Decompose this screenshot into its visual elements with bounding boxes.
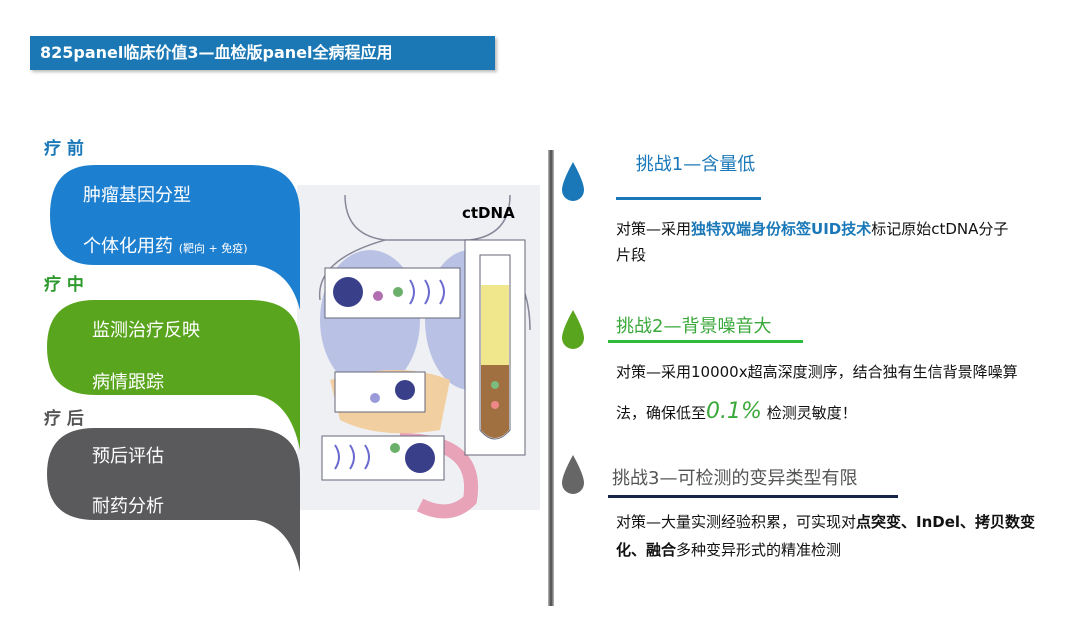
- drop-icons: [562, 162, 584, 494]
- slide-title: 825panel临床价值3—血检版panel全病程应用: [30, 36, 495, 70]
- bubble-item: 肿瘤基因分型: [83, 185, 191, 206]
- bubble-item: 病情跟踪: [92, 372, 164, 393]
- bubble-item: 监测治疗反映: [92, 320, 200, 341]
- challenge-1-underline: [616, 197, 761, 200]
- drop-icon-green: [562, 310, 584, 349]
- challenge-2-underline: [608, 340, 803, 343]
- ctdna-label: ctDNA: [462, 204, 515, 222]
- bubble-item-text: 个体化用药: [83, 236, 173, 257]
- bubble-note: (靶向 + 免疫): [178, 242, 248, 255]
- stage-label-pre: 疗 前: [44, 139, 84, 159]
- bubble-during: [47, 300, 300, 450]
- bubble-item: 预后评估: [92, 446, 164, 467]
- drop-icon-gray: [562, 455, 584, 494]
- bubble-item: 个体化用药 (靶向 + 免疫): [83, 232, 248, 258]
- body-illustration: [47, 165, 540, 572]
- bubble-pre: [50, 165, 300, 310]
- challenge-2-text: 对策—采用10000x超高深度测序，结合独有生信背景降噪算法，确保低至0.1% …: [616, 363, 1018, 424]
- bubble-item: 耐药分析: [92, 496, 164, 517]
- challenge-3-text: 对策—大量实测经验积累，可实现对点突变、InDel、拷贝数变化、融合多种变异形式…: [616, 513, 1036, 559]
- drop-icon-blue: [562, 162, 584, 201]
- challenge-1-text: 对策—采用独特双端身份标签UID技术标记原始ctDNA分子片段: [616, 220, 1009, 264]
- stage-label-during: 疗 中: [44, 275, 84, 295]
- blood-box-1: [324, 267, 461, 319]
- bubble-post: [47, 428, 300, 572]
- challenge-3-title: 挑战3—可检测的变异类型有限: [612, 468, 858, 489]
- stage-label-post: 疗 后: [44, 409, 84, 429]
- challenge-2-title: 挑战2—背景噪音大: [616, 316, 772, 337]
- challenge-3-underline: [608, 495, 898, 498]
- challenge-1-title: 挑战1—含量低: [635, 154, 756, 175]
- timeline-line: [548, 150, 554, 606]
